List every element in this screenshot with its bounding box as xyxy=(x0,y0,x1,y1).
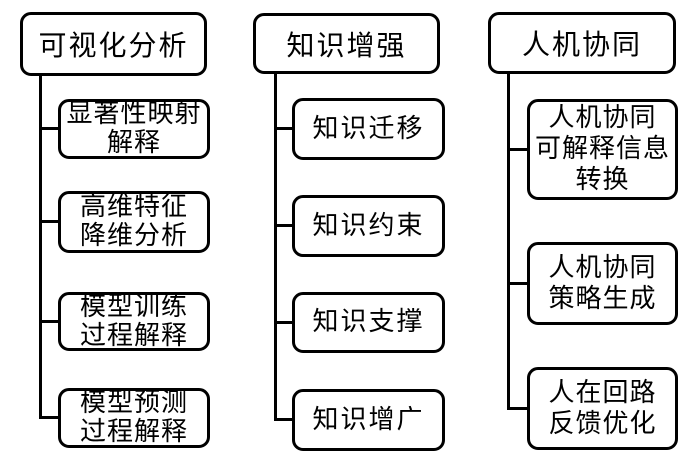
visualization-analysis-header: 可视化分析 xyxy=(20,12,207,76)
human-machine-collaboration-header: 人机协同 xyxy=(488,12,676,74)
knowledge-support-node: 知识支撑 xyxy=(292,292,445,353)
connector-stub xyxy=(275,224,292,227)
human-in-loop-feedback-optimization-node: 人在回路 反馈优化 xyxy=(527,367,678,450)
interpretable-information-conversion-node: 人机协同 可解释信息 转换 xyxy=(527,99,678,200)
connector-stub xyxy=(40,220,58,223)
training-process-explanation-node: 模型训练 过程解释 xyxy=(58,292,210,351)
connector-stub xyxy=(40,127,58,130)
connector-stub xyxy=(40,320,58,323)
dimensionality-reduction-analysis-node: 高维特征 降维分析 xyxy=(58,191,210,253)
saliency-mapping-explanation-node: 显著性映射 解释 xyxy=(58,99,210,159)
connector-stub xyxy=(508,282,527,285)
knowledge-constraint-node: 知识约束 xyxy=(292,195,445,257)
connector-stub xyxy=(40,416,58,419)
prediction-process-explanation-node: 模型预测 过程解释 xyxy=(58,388,210,448)
knowledge-transfer-node: 知识迁移 xyxy=(292,98,445,160)
connector-stub xyxy=(508,148,527,151)
knowledge-enhancement-header: 知识增强 xyxy=(253,13,440,74)
connector-vline-col3 xyxy=(507,73,510,410)
connector-stub xyxy=(275,127,292,130)
connector-stub xyxy=(508,407,527,410)
strategy-generation-node: 人机协同 策略生成 xyxy=(527,242,678,325)
connector-vline-col2 xyxy=(274,73,277,421)
connector-stub xyxy=(275,418,292,421)
connector-stub xyxy=(275,321,292,324)
connector-vline-col1 xyxy=(39,74,42,419)
knowledge-augmentation-node: 知识增广 xyxy=(292,389,445,451)
